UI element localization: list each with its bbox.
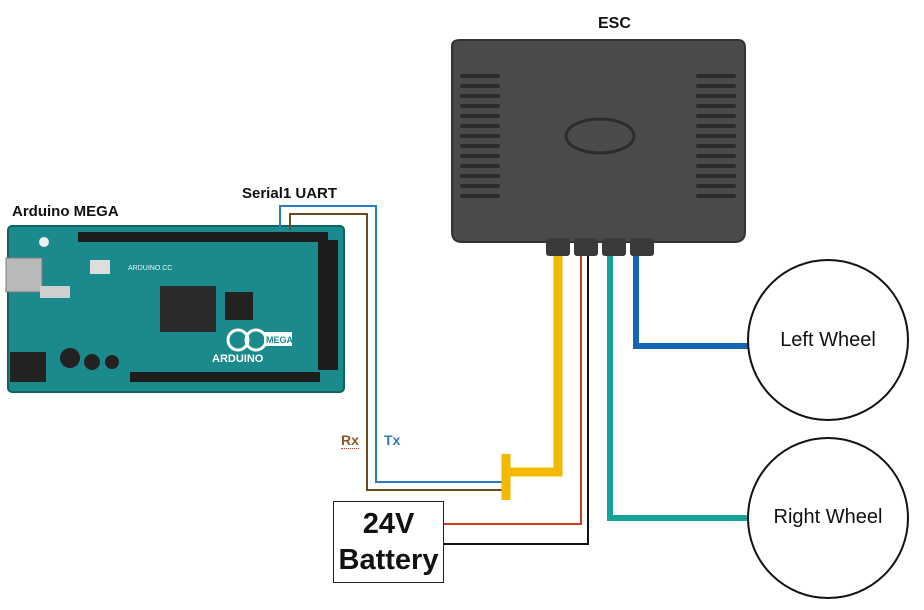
battery-box: 24V Battery — [333, 501, 444, 583]
right-wheel-label: Right Wheel — [773, 506, 883, 528]
board-brand-label: ARDUINO — [212, 353, 264, 365]
microcontroller-chip — [160, 286, 216, 332]
esc-unit — [451, 39, 746, 256]
left-wheel-label: Left Wheel — [780, 329, 876, 351]
power-jack — [10, 352, 46, 382]
battery-label: Battery — [338, 544, 439, 576]
wires — [279, 205, 748, 545]
battery-negative-wire — [444, 256, 589, 545]
right-wheel-wire — [607, 256, 748, 521]
rx-wire — [289, 213, 505, 491]
serial-label: Serial1 UART — [242, 185, 338, 202]
left-wheel-circle — [747, 259, 909, 421]
right-wheel-circle — [747, 437, 909, 599]
esc-connectors — [546, 238, 654, 256]
esc-logo — [564, 117, 636, 155]
esc-vents-right — [696, 74, 736, 198]
battery-positive-wire — [444, 256, 582, 525]
rx-label: Rx — [341, 432, 359, 449]
board-model-label: MEGA — [266, 335, 294, 345]
tx-label: Tx — [384, 432, 401, 448]
board-site-label: ARDUINO.CC — [128, 265, 172, 272]
arduino-label: Arduino MEGA — [12, 203, 119, 220]
esc-power-wire — [505, 256, 563, 477]
arduino-mega-board: ARDUINO MEGA ARDUINO.CC — [5, 225, 345, 393]
left-wheel-wire — [633, 256, 748, 349]
tx-wire — [279, 205, 505, 483]
battery-voltage: 24V — [362, 508, 415, 540]
esc-label: ESC — [598, 15, 631, 32]
usb-connector — [5, 257, 43, 293]
esc-vents-left — [460, 74, 500, 198]
